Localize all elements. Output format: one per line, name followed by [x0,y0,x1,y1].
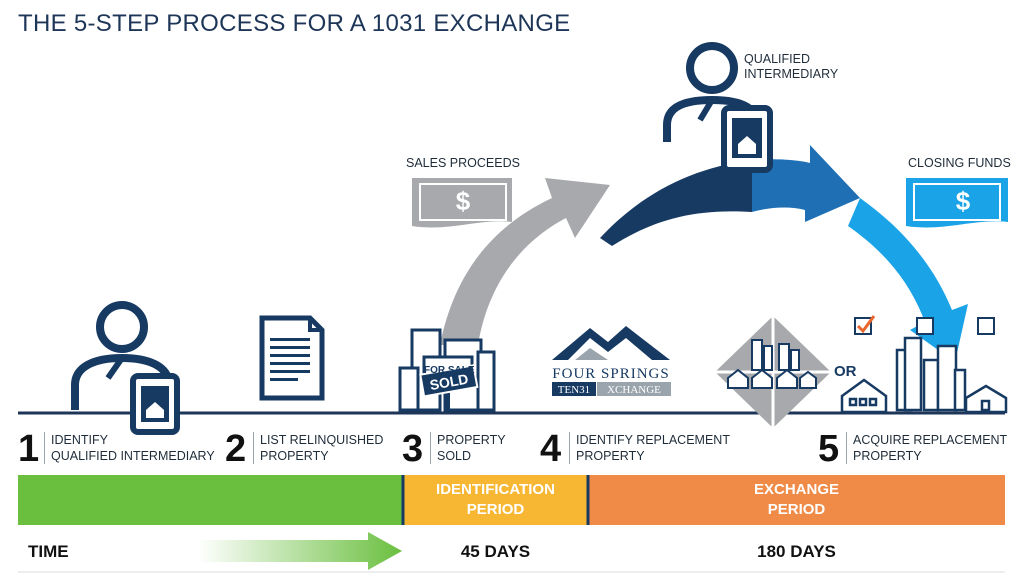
closing-dollar-sign: $ [956,186,971,216]
sales-proceeds-label: SALES PROCEEDS [406,156,520,170]
or-label: OR [834,363,857,380]
step5-small-house-icon [964,384,1008,414]
time-arrow [198,532,402,570]
exchange-period-label: EXCHANGE PERIOD [753,481,839,518]
gray-arrow [440,178,610,345]
blue-arrow-head [752,145,860,222]
qi-label: QUALIFIED INTERMEDIARY [744,52,839,81]
checkbox-2 [916,317,934,335]
step5-house-icon [840,378,888,414]
step-5-text: ACQUIRE REPLACEMENT PROPERTY [846,432,1007,464]
for-sale-text: FOR SALE [424,365,475,376]
step-4-number: 4 [540,428,562,470]
step-3-number: 3 [402,428,424,470]
sales-dollar-sign: $ [456,186,471,216]
time-label: TIME [28,542,69,561]
step-2-text: LIST RELINQUISHED PROPERTY [253,432,383,464]
logo-ten31: TEN31 [558,384,590,396]
four-springs-logo-mountains [552,326,670,360]
sales-proceeds-money-icon [412,178,512,228]
days-180-label: 180 DAYS [757,542,836,561]
sold-text: SOLD [428,371,469,394]
step-5-number: 5 [818,428,840,470]
green-period-bar [18,475,403,525]
identification-period-label: IDENTIFICATION PERIOD [436,481,555,518]
days-45-label: 45 DAYS [460,542,531,561]
exchange-period-bar [588,475,1005,525]
step1-person-icon [71,301,180,435]
logo-ten31-bg [552,382,596,396]
step-1-number: 1 [18,428,40,470]
logo-xchange-bg [597,382,671,396]
step2-document-icon [259,315,325,401]
checkbox-1 [854,317,872,335]
step-3-text: PROPERTY SOLD [430,432,506,464]
logo-xchange: XCHANGE [607,384,661,396]
closing-funds-money-icon [906,178,1008,228]
step5-buildings-icon [895,336,967,412]
check-mark-icon [856,315,876,334]
step4-diamond-icon [715,316,831,428]
light-blue-arrow [848,198,968,362]
checkbox-3 [977,317,995,335]
closing-funds-label: CLOSING FUNDS [908,156,1011,170]
step-2-number: 2 [225,428,247,470]
step-1-text: IDENTIFY QUALIFIED INTERMEDIARY [44,432,215,464]
logo-line1: FOUR SPRINGS [552,366,669,382]
navy-arc [600,160,752,246]
qi-person-icon [663,42,773,173]
step-4-text: IDENTIFY REPLACEMENT PROPERTY [569,432,730,464]
page-title: THE 5-STEP PROCESS FOR A 1031 EXCHANGE [18,10,571,37]
for-sale-sign-icon [419,355,479,410]
identification-period-bar [403,475,588,525]
